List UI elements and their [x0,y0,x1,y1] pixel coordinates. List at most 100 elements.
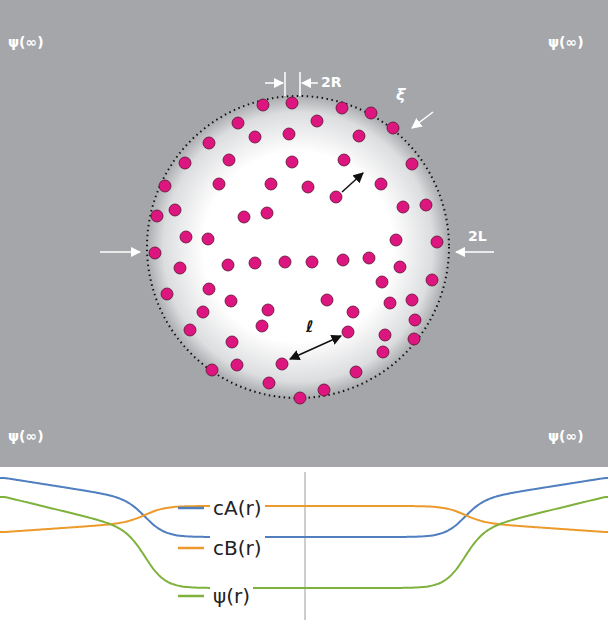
particle [336,102,348,114]
region-boundary [147,96,449,398]
particle [149,247,161,259]
particle [406,294,418,306]
particle [276,358,288,370]
particle [318,384,330,396]
region-glow [145,94,451,400]
particle [426,274,438,286]
particle [249,257,261,269]
spacing-arrow [290,336,341,359]
particle [408,333,420,345]
particle [330,191,342,203]
particle [231,359,243,371]
particle [306,256,318,268]
tick [284,72,286,96]
particle [257,99,269,111]
leader-arrow [412,112,433,128]
particle [390,234,402,246]
legend-samples [178,508,204,596]
particle [263,377,275,389]
particle [279,256,291,268]
dimension-label: ℓ [306,318,314,336]
dimension-arrow [100,251,140,253]
profile-curves [0,478,608,588]
particle [169,204,181,216]
center-axis [305,472,306,620]
particle [302,181,314,193]
particle [197,306,209,318]
particle [431,236,443,248]
particle [262,304,274,316]
particle [337,254,349,266]
dimension-label: 2R [321,74,342,90]
particle [409,314,421,326]
particle [261,207,273,219]
particle [265,178,277,190]
particle [203,283,215,295]
particle [206,364,218,376]
particle [365,107,377,119]
particle [202,233,214,245]
particle [159,180,171,192]
particle [420,199,432,211]
particle [342,326,354,338]
particle [213,178,225,190]
profile-curve [0,497,608,588]
particle [406,158,418,170]
particle [376,276,388,288]
legend-text: ψ(r) [210,584,253,608]
particle [238,211,250,223]
legend-sample [178,547,204,550]
particle [180,231,192,243]
legend-sample [178,595,204,598]
boundary-label: ψ(∞) [548,34,584,50]
boundary-label: ψ(∞) [8,34,44,50]
particle [379,329,391,341]
particle [225,295,237,307]
particle [174,262,186,274]
tick [299,72,301,96]
dimension-arrow [265,82,283,84]
boundary-label: ψ(∞) [548,428,584,444]
particle [294,392,306,404]
particle [223,154,235,166]
particle [377,346,389,358]
particle [161,288,173,300]
particle [311,115,323,127]
spacing-arrow [342,173,363,192]
particle [347,306,359,318]
dimension-arrow [456,251,494,253]
particle [203,137,215,149]
particle [286,156,298,168]
particle [249,131,261,143]
particle [286,97,298,109]
particle [353,130,365,142]
particle [179,157,191,169]
particle [222,259,234,271]
particle [397,201,409,213]
particle [387,122,399,134]
particle [384,297,396,309]
particle [394,261,406,273]
dimension-label: 2L [468,228,487,244]
particle [151,210,163,222]
particle [350,366,362,378]
particle [226,336,238,348]
particle [232,117,244,129]
particle [375,178,387,190]
dimension-label: ξ [396,86,405,104]
background-panel [0,0,608,467]
particle [363,252,375,264]
particle [283,128,295,140]
particle [256,320,268,332]
particle [321,294,333,306]
profile-curve [0,478,608,537]
particle [338,154,350,166]
dimension-arrow [302,82,318,84]
legend-sample [178,507,204,510]
particles [149,97,443,404]
legend-text: cA(r) [210,496,265,520]
boundary-label: ψ(∞) [8,428,44,444]
particle [184,324,196,336]
